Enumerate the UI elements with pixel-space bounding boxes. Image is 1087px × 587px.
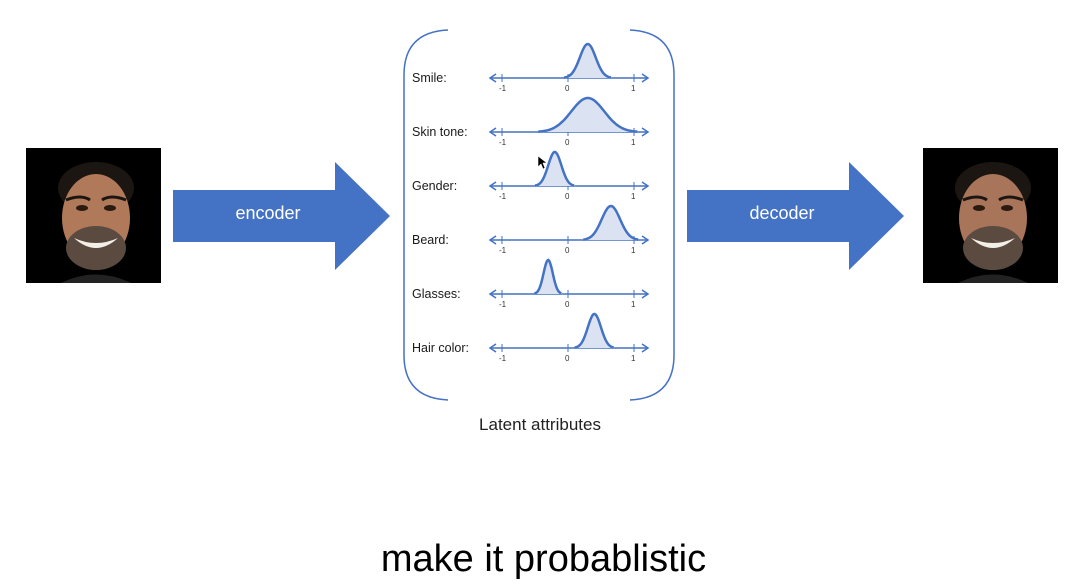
tick-label: 0 [565, 300, 569, 309]
tick-label: 1 [631, 354, 635, 363]
attribute-row-0 [490, 44, 648, 82]
attribute-row-4 [490, 260, 648, 298]
tick-label: 0 [565, 354, 569, 363]
tick-label: -1 [499, 300, 506, 309]
tick-label: 1 [631, 246, 635, 255]
attribute-row-1 [490, 98, 648, 136]
tick-label: 0 [565, 246, 569, 255]
attribute-label: Gender: [412, 179, 457, 193]
tick-label: 0 [565, 192, 569, 201]
latent-attributes-caption: Latent attributes [440, 415, 640, 435]
tick-label: -1 [499, 138, 506, 147]
tick-label: -1 [499, 246, 506, 255]
subtitle-caption: make it probablistic [0, 538, 1087, 581]
attribute-label: Smile: [412, 71, 447, 85]
attribute-label: Skin tone: [412, 125, 468, 139]
attribute-label: Glasses: [412, 287, 461, 301]
attribute-row-3 [490, 206, 648, 244]
tick-label: 0 [565, 138, 569, 147]
attribute-row-5 [490, 314, 648, 352]
tick-label: 1 [631, 138, 635, 147]
tick-label: -1 [499, 84, 506, 93]
right-bracket [630, 30, 674, 400]
attribute-label: Hair color: [412, 341, 469, 355]
attribute-row-2 [490, 152, 648, 190]
tick-label: -1 [499, 192, 506, 201]
tick-label: 1 [631, 84, 635, 93]
tick-label: -1 [499, 354, 506, 363]
attribute-label: Beard: [412, 233, 449, 247]
tick-label: 0 [565, 84, 569, 93]
mouse-pointer-icon [538, 156, 548, 170]
tick-label: 1 [631, 300, 635, 309]
tick-label: 1 [631, 192, 635, 201]
